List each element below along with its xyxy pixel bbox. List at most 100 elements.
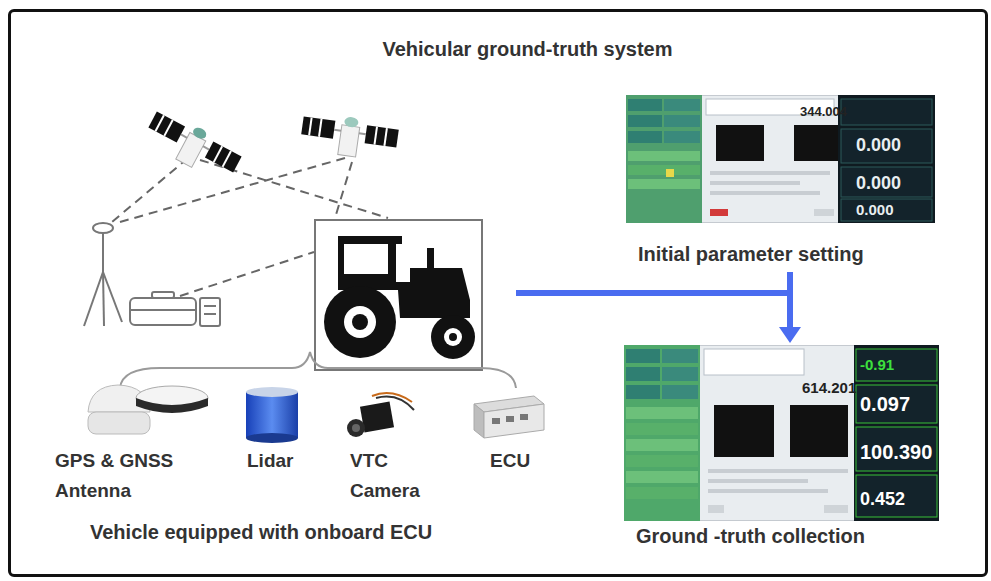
screen-value: 0.452 <box>860 488 905 510</box>
node-label: Initial parameter setting <box>626 243 868 266</box>
screenshot-image-part <box>626 487 698 499</box>
screenshot-image-part <box>628 99 662 111</box>
gnss-antenna-part <box>136 398 208 413</box>
tractor-icon-part <box>324 286 396 358</box>
screenshot-image-part <box>625 346 939 521</box>
satellite-part <box>191 125 208 140</box>
base-station-part <box>84 272 103 326</box>
screenshot-image-part <box>841 129 932 163</box>
camera-icon-part <box>360 402 394 433</box>
flow-line <box>516 290 793 296</box>
satellite-part <box>301 116 335 138</box>
camera-icon <box>347 393 414 437</box>
satellite-part <box>203 146 209 149</box>
screen-value: 0.000 <box>856 172 901 194</box>
base-station <box>84 223 220 326</box>
screenshot-image-part <box>628 131 662 143</box>
base-station-part <box>204 313 216 315</box>
arrow-head <box>779 327 801 343</box>
satellite-part <box>223 151 231 167</box>
satellite-part <box>155 115 163 131</box>
ecu-icon-part <box>474 404 484 438</box>
screenshot-image-part <box>710 191 820 195</box>
screenshot-image-part <box>628 179 700 189</box>
screenshot-image-part <box>704 349 804 375</box>
satellite-part <box>164 120 172 136</box>
lidar-icon-part <box>246 392 298 438</box>
screen-value: 0.097 <box>860 392 910 416</box>
screenshot-image-part <box>626 455 698 467</box>
base-station-part <box>204 305 216 307</box>
lidar-icon-part <box>246 433 298 443</box>
satellite-part <box>205 142 242 173</box>
group-caption: Vehicle equipped with onboard ECU <box>90 519 432 545</box>
screenshot-image-part <box>841 99 932 125</box>
screen-value: 0.000 <box>856 134 901 156</box>
screenshot-image-part <box>626 423 698 435</box>
screenshot-image-part <box>708 469 848 473</box>
tractor-icon-part <box>427 248 434 270</box>
satellite-part <box>319 119 322 137</box>
gnss-antenna <box>88 385 208 434</box>
screenshot-image-part <box>628 165 700 175</box>
satellite-part <box>338 125 360 157</box>
tractor-icon-part <box>449 333 457 341</box>
screenshot-image-part <box>854 345 939 521</box>
vehicle-box <box>315 220 482 370</box>
base-station-part <box>102 233 104 272</box>
camera-icon-part <box>347 419 365 437</box>
part-label: ECU <box>490 446 530 476</box>
screenshot-image-part <box>716 125 764 161</box>
screen-value: 100.390 <box>860 440 932 464</box>
screenshot-image-part <box>838 95 935 223</box>
satellite-part <box>384 128 387 146</box>
screenshot-image-part <box>626 439 698 451</box>
node-label: Ground -truth collection <box>624 525 869 548</box>
lidar-icon <box>246 387 298 443</box>
base-station-part <box>103 272 122 322</box>
ecu-icon-part <box>484 404 544 438</box>
tractor-icon-part <box>444 328 462 346</box>
screenshot-image-part <box>856 349 937 381</box>
screen-value: 614.201 <box>802 379 856 397</box>
screen-value: -0.91 <box>860 356 894 374</box>
satellite-part <box>344 116 359 128</box>
base-station-part <box>130 309 196 311</box>
screenshot-image-part <box>666 169 674 177</box>
flow-arrow <box>779 272 801 343</box>
screenshot-image-part <box>794 125 838 161</box>
tractor-icon-part <box>344 244 388 274</box>
screenshot-image-part <box>710 181 800 185</box>
part-label: Lidar <box>247 446 293 476</box>
screenshot-image-part <box>626 407 698 419</box>
satellite <box>299 110 399 162</box>
satellite-part <box>148 112 185 143</box>
screenshot-image-part <box>841 167 932 197</box>
base-station-part <box>93 223 113 233</box>
part-label: GPS & GNSS Antenna <box>55 446 195 506</box>
screenshot-image-part <box>710 209 728 216</box>
tractor-icon-part <box>431 315 475 359</box>
flow-line <box>787 272 793 328</box>
screenshot-image-part <box>626 367 660 381</box>
tractor-icon <box>324 236 475 359</box>
screenshot-image-part <box>708 489 828 493</box>
screenshot-image-part <box>626 95 702 223</box>
screenshot-image-part <box>664 115 700 127</box>
screen-value: 0.000 <box>856 201 894 219</box>
screenshot-image-part <box>710 171 830 175</box>
ecu-icon <box>474 396 544 438</box>
screenshot-image-part <box>856 385 937 423</box>
screenshot-image-part <box>662 349 698 363</box>
diagram-title: Vehicular ground-truth system <box>300 38 755 61</box>
screenshot-image-part <box>627 96 935 223</box>
screenshot-image-part <box>626 471 698 483</box>
base-station-part <box>152 292 174 298</box>
part-label: VTC Camera <box>350 446 440 506</box>
lidar-icon-part <box>246 387 298 397</box>
screenshot-image-part <box>664 131 700 143</box>
screenshot-image-part <box>708 505 724 513</box>
base-station-part <box>200 298 220 326</box>
camera-icon-part <box>352 424 360 432</box>
screenshot-image-part <box>814 209 834 216</box>
